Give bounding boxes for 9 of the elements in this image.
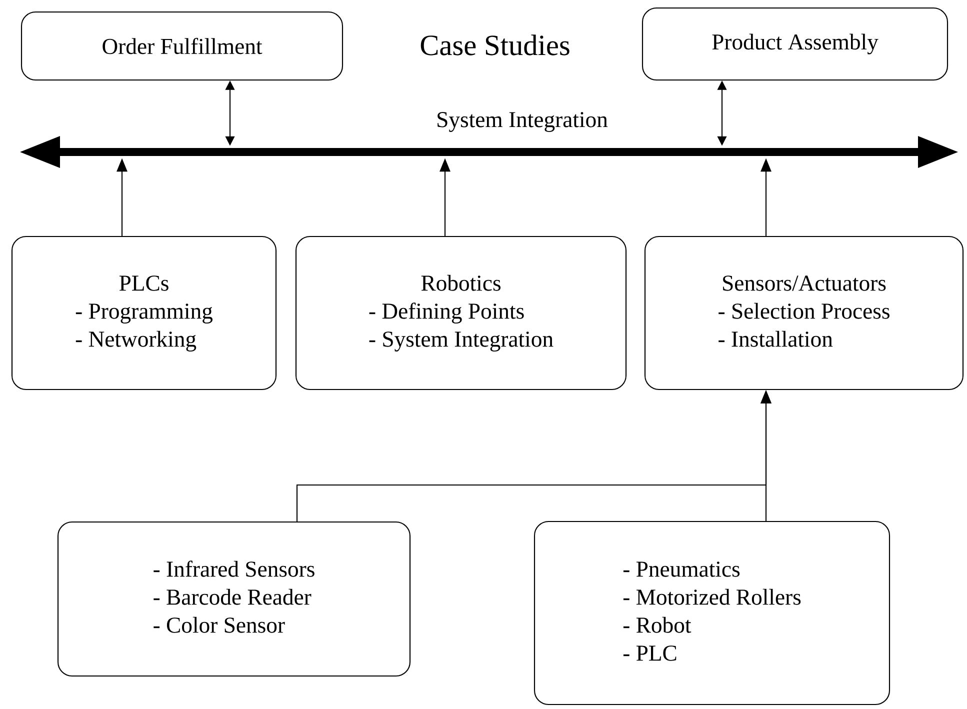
process-box: - Pneumatics - Motorized Rollers - Robot - PLC — [534, 520, 890, 706]
bus-label: System Integration — [438, 112, 608, 132]
process-box: - Infrared Sensors - Barcode Reader - Color Sensor — [57, 521, 411, 677]
process-box: Order Fulfillment — [20, 11, 344, 81]
process-box: Product Assembly — [642, 7, 948, 81]
process-box: PLCs - Programming - Networking — [11, 236, 277, 390]
process-box: Robotics - Defining Points - System Integration — [295, 236, 627, 390]
process-box: Sensors/Actuators - Selection Process - Installation — [644, 236, 964, 390]
title: Case Studies — [420, 34, 570, 56]
